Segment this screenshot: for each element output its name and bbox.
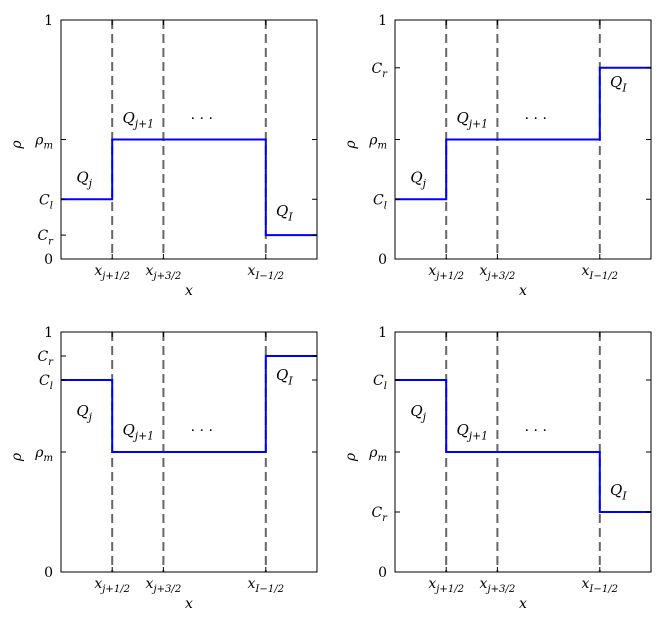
cell-annotation: Qj — [76, 402, 92, 424]
cell-annotation: Qj+1 — [122, 421, 154, 443]
cell-annotation: Qj+1 — [122, 109, 154, 130]
y-tick-label: Cl — [39, 192, 53, 211]
x-tick-label: xI−1/2 — [248, 263, 285, 282]
density-profile-line — [395, 379, 651, 513]
y-tick-label: ρm — [34, 133, 53, 152]
cell-annotation: Qj+1 — [456, 421, 488, 443]
panel-top-right: 0 Cl ρm Cr 1 xj+1/2 xj+3/2 xI−1/2 x ρQj Qj+1 · · · Q… — [343, 13, 652, 299]
x-axis-label: x — [519, 596, 527, 612]
ellipsis-annotation: · · · — [191, 111, 213, 127]
cell-annotation: QI — [610, 73, 627, 95]
cell-annotation: QI — [276, 366, 293, 388]
y-axis-label: ρ — [9, 140, 25, 150]
x-tick-label: xj+1/2 — [428, 576, 464, 595]
x-tick-label: xj+3/2 — [146, 263, 182, 282]
x-axis-label: x — [185, 283, 193, 299]
y-tick-label: 1 — [378, 13, 387, 29]
x-tick-label: xj+1/2 — [94, 576, 130, 595]
cell-annotation: QI — [610, 481, 627, 503]
x-tick-label: xj+3/2 — [480, 576, 516, 595]
y-tick-label: Cr — [37, 349, 54, 368]
cell-annotation: QI — [276, 202, 293, 224]
density-profile-line — [61, 355, 317, 453]
cell-annotation: Qj — [410, 169, 426, 191]
panel-top-left: 0 Cr Cl ρm 1 xj+1/2 xj+3/2 xI−1/2 x ρQj Qj+1 · · · Q… — [9, 13, 318, 299]
x-axis-label: x — [519, 283, 527, 299]
y-tick-label: ρm — [368, 133, 387, 152]
y-tick-label: ρm — [368, 445, 387, 464]
x-tick-label: xj+1/2 — [94, 263, 130, 282]
x-tick-label: xI−1/2 — [582, 263, 619, 282]
y-tick-label: 0 — [44, 252, 53, 268]
y-axis-label: ρ — [343, 140, 359, 150]
y-axis-label: ρ — [9, 452, 25, 462]
y-tick-label: ρm — [34, 445, 53, 464]
ellipsis-annotation: · · · — [525, 423, 547, 439]
x-tick-label: xj+3/2 — [480, 263, 516, 282]
y-tick-label: Cr — [371, 61, 388, 80]
y-tick-label: 0 — [44, 565, 53, 581]
x-tick-label: xI−1/2 — [248, 576, 285, 595]
x-axis-label: x — [185, 596, 193, 612]
x-tick-label: xj+1/2 — [428, 263, 464, 282]
ellipsis-annotation: · · · — [525, 111, 547, 127]
y-tick-label: Cr — [371, 505, 388, 524]
ellipsis-annotation: · · · — [191, 423, 213, 439]
y-tick-label: 1 — [378, 325, 387, 341]
y-tick-label: 1 — [44, 13, 53, 29]
x-tick-label: xj+3/2 — [146, 576, 182, 595]
cell-annotation: Qj+1 — [456, 109, 488, 130]
y-tick-label: Cr — [37, 228, 54, 247]
y-tick-label: 0 — [378, 565, 387, 581]
density-profile-line — [395, 66, 651, 201]
x-tick-label: xI−1/2 — [582, 576, 619, 595]
y-tick-label: 1 — [44, 325, 53, 341]
density-profile-line — [61, 138, 317, 237]
y-tick-label: Cl — [373, 373, 387, 392]
cell-annotation: Qj — [410, 402, 426, 424]
y-tick-label: 0 — [378, 252, 387, 268]
y-tick-label: Cl — [373, 192, 387, 211]
y-axis-label: ρ — [343, 452, 359, 462]
cell-annotation: Qj — [76, 169, 92, 191]
y-tick-label: Cl — [39, 373, 53, 392]
